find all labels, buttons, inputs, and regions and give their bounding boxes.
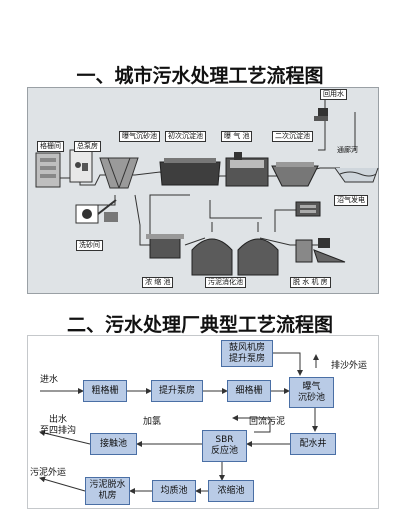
reuse-water-tap-icon bbox=[314, 108, 328, 121]
return-sludge-text: 回流污泥 bbox=[249, 417, 286, 427]
grit-chamber-icon bbox=[99, 157, 139, 189]
contact-tank-box: 接触池 bbox=[90, 433, 137, 455]
coarse-screen-box: 粗格栅 bbox=[83, 380, 127, 402]
screen-house-icon bbox=[35, 152, 61, 188]
gas-generator-icon bbox=[295, 201, 321, 217]
sbr-box: SBR 反应池 bbox=[202, 430, 247, 462]
label-digester: 污泥消化池 bbox=[205, 277, 246, 288]
label-grit-chamber: 曝气沉砂池 bbox=[119, 131, 160, 142]
distribution-well-box: 配水井 bbox=[290, 433, 336, 455]
secondary-clarifier-icon bbox=[271, 162, 319, 187]
sand-out-text: 排沙外运 bbox=[331, 361, 368, 371]
label-reuse-water: 回用水 bbox=[320, 89, 347, 100]
label-aeration-tank: 曝 气 池 bbox=[221, 131, 253, 142]
equalization-box: 均质池 bbox=[152, 480, 196, 502]
label-grit-washing: 洗砂间 bbox=[76, 240, 103, 251]
label-gallery: 通廊河 bbox=[337, 146, 358, 154]
thickener-icon bbox=[146, 234, 184, 259]
blower-box: 鼓风机房 提升泵房 bbox=[221, 340, 273, 367]
primary-clarifier-icon bbox=[159, 158, 221, 186]
chlorination-text: 加氯 bbox=[143, 417, 162, 427]
label-screen-room: 格栅间 bbox=[37, 141, 64, 152]
pump-house-icon bbox=[69, 149, 93, 183]
aerated-grit-box: 曝气 沉砂池 bbox=[289, 377, 334, 408]
label-thickener: 浓 缩 池 bbox=[142, 277, 174, 288]
label-gas-power: 沼气发电 bbox=[334, 195, 368, 206]
label-primary-clarifier: 初次沉淀池 bbox=[165, 131, 206, 142]
inlet-text: 进水 bbox=[40, 375, 59, 385]
sludge-out-text: 污泥外运 bbox=[30, 468, 67, 478]
thickening-tank-box: 浓缩池 bbox=[208, 480, 254, 502]
digester-icon bbox=[191, 222, 279, 276]
dewatering-room-box: 污泥脱水 机房 bbox=[85, 477, 130, 505]
river-channel-icon bbox=[334, 167, 379, 183]
label-secondary-clarifier: 二次沉淀池 bbox=[272, 131, 313, 142]
aeration-tank-icon bbox=[225, 152, 269, 187]
dewatering-machine-icon bbox=[295, 238, 346, 263]
label-dewatering: 脱 水 机 房 bbox=[290, 277, 331, 288]
outlet-text: 出水 至四排沟 bbox=[40, 415, 77, 436]
title-typical-plant-flow: 二、污水处理厂典型工艺流程图 bbox=[66, 314, 333, 336]
title-urban-sewage-flow: 一、城市污水处理工艺流程图 bbox=[76, 65, 324, 87]
fine-screen-box: 细格栅 bbox=[227, 380, 271, 402]
lift-pump-box: 提升泵房 bbox=[151, 380, 203, 402]
label-pump-house: 总泵房 bbox=[74, 141, 101, 152]
grit-washer-icon bbox=[75, 199, 118, 224]
